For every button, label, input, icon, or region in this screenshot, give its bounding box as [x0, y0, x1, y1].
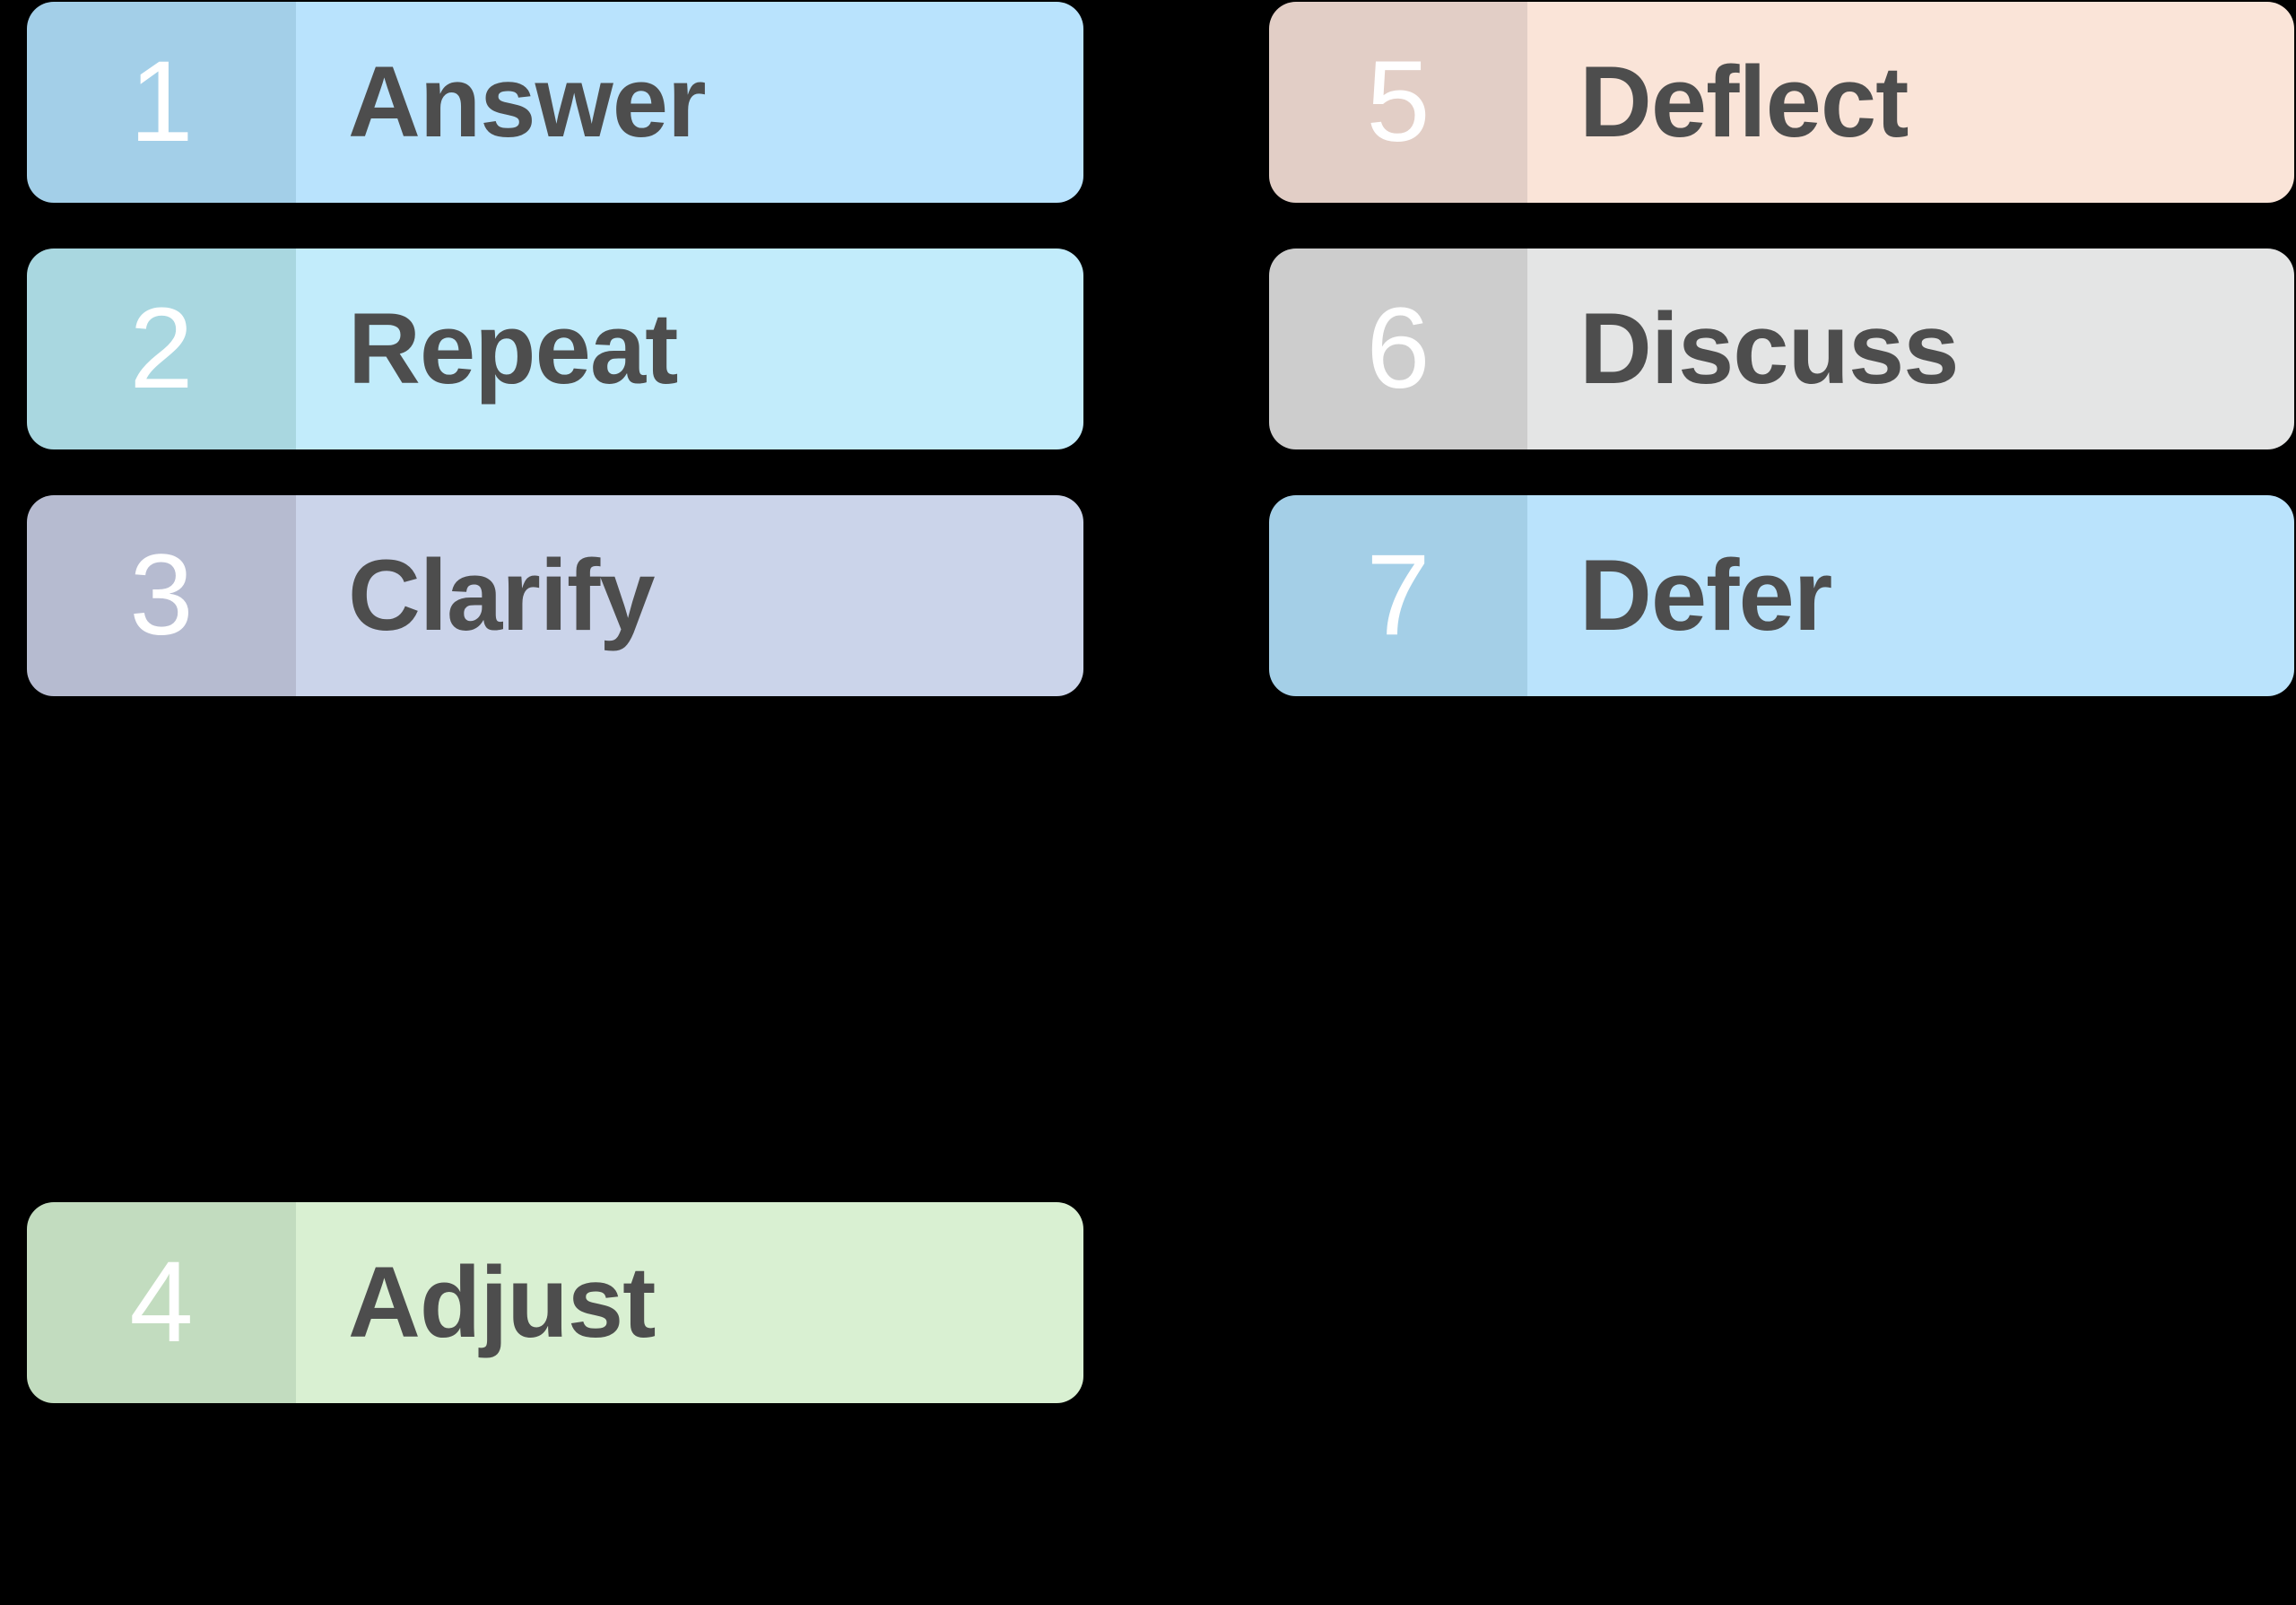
- card-body: Discuss: [1527, 249, 2294, 449]
- card-number-panel: 1: [27, 2, 296, 203]
- card-item-repeat[interactable]: 2 Repeat: [27, 249, 1083, 449]
- card-number-panel: 5: [1269, 2, 1527, 203]
- card-number: 5: [1366, 38, 1431, 166]
- card-body: Adjust: [296, 1202, 1083, 1403]
- card-number: 2: [129, 284, 194, 413]
- card-label: Repeat: [348, 292, 678, 405]
- card-label: Answer: [348, 46, 707, 158]
- card-number: 1: [129, 38, 194, 166]
- card-item-answer[interactable]: 1 Answer: [27, 2, 1083, 203]
- card-label: Adjust: [348, 1246, 656, 1358]
- card-number-panel: 3: [27, 495, 296, 696]
- card-item-defer[interactable]: 7 Defer: [1269, 495, 2294, 696]
- card-body: Repeat: [296, 249, 1083, 449]
- card-item-adjust[interactable]: 4 Adjust: [27, 1202, 1083, 1403]
- card-body: Answer: [296, 2, 1083, 203]
- card-body: Deflect: [1527, 2, 2294, 203]
- card-number: 7: [1366, 531, 1431, 659]
- card-body: Defer: [1527, 495, 2294, 696]
- card-number-panel: 2: [27, 249, 296, 449]
- card-body: Clarify: [296, 495, 1083, 696]
- card-label: Defer: [1579, 539, 1832, 651]
- card-number-panel: 4: [27, 1202, 296, 1403]
- card-number: 3: [129, 531, 194, 659]
- card-label: Deflect: [1579, 46, 1909, 158]
- card-label: Clarify: [348, 539, 656, 651]
- card-number-panel: 6: [1269, 249, 1527, 449]
- card-number: 4: [129, 1238, 194, 1366]
- card-item-discuss[interactable]: 6 Discuss: [1269, 249, 2294, 449]
- card-item-clarify[interactable]: 3 Clarify: [27, 495, 1083, 696]
- card-number-panel: 7: [1269, 495, 1527, 696]
- card-number: 6: [1366, 284, 1431, 413]
- card-item-deflect[interactable]: 5 Deflect: [1269, 2, 2294, 203]
- card-label: Discuss: [1579, 292, 1960, 405]
